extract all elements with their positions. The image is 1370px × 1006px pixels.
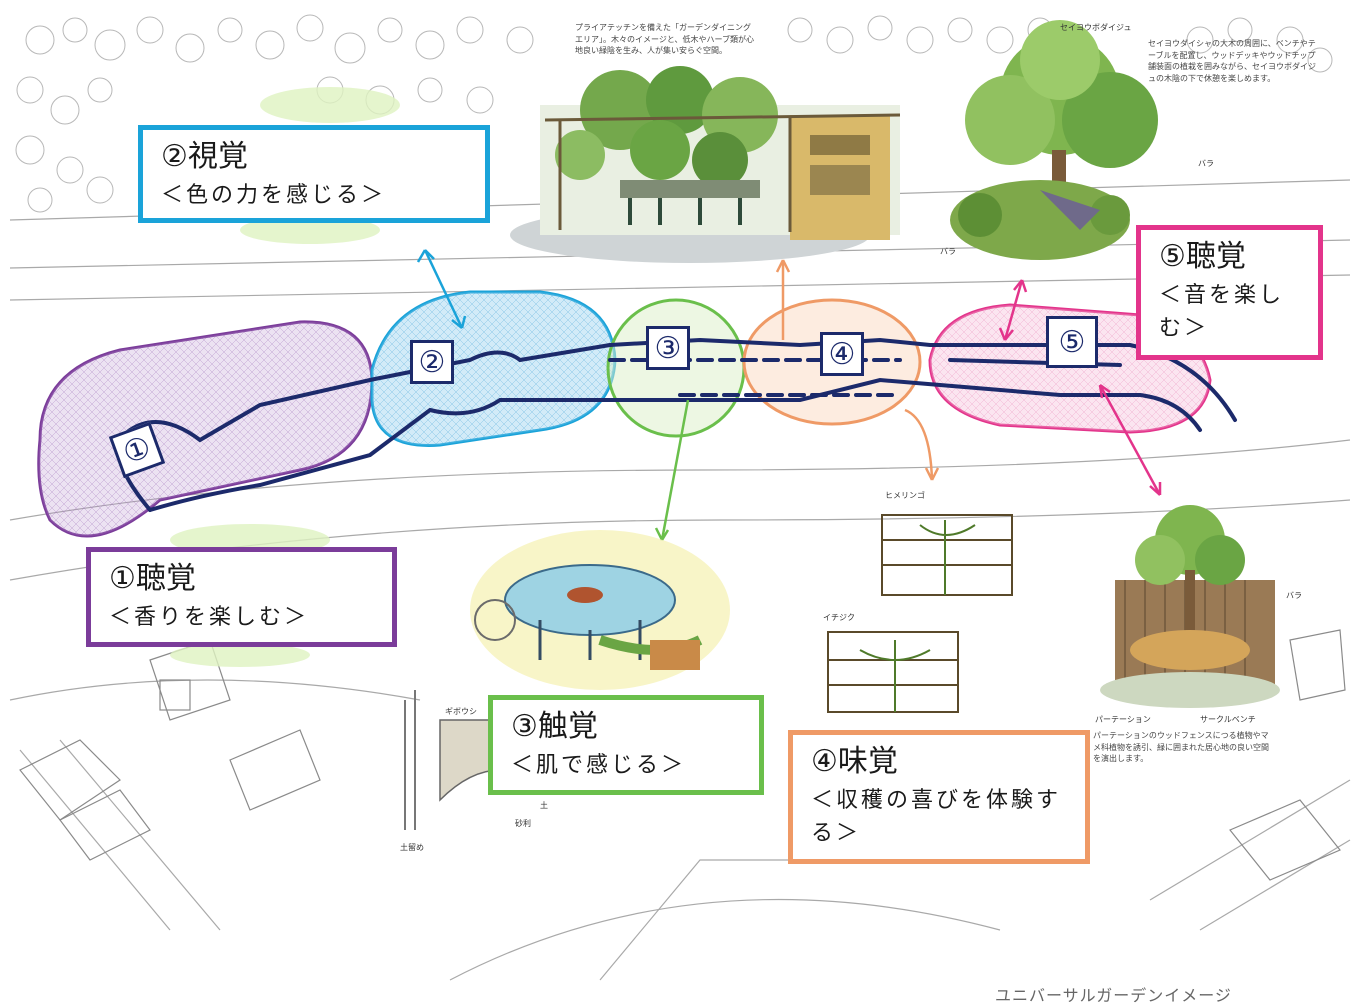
label-subtitle-taste: ＜収穫の喜びを体験する＞ xyxy=(811,787,1062,846)
round-table-sketch xyxy=(470,530,730,690)
bench-note: パーテーションのウッドフェンスにつる植物やマメ科植物を誘引、緑に囲まれた居心地の… xyxy=(1093,731,1269,764)
plant-label-b: 土 xyxy=(540,801,548,810)
building-outlines xyxy=(19,629,1346,881)
tree-note: セイヨウダイシャの大木の周囲に、ベンチやテーブルを配置し、ウッドデッキやウッドチ… xyxy=(1148,39,1316,83)
plant-label-a: ギボウシ xyxy=(445,707,477,716)
plant-label-partition: パーテーション xyxy=(1095,715,1151,724)
espalier-sketches xyxy=(827,514,1013,713)
pergola-note: プライアテッチンを備えた「ガーデンダイニングエリア」。木々のイメージと、低木やハ… xyxy=(575,23,755,56)
label-box-touch: ③触覚 ＜肌で感じる＞ xyxy=(488,695,764,795)
label-box-hearing-1: ①聴覚 ＜香りを楽しむ＞ xyxy=(86,547,397,647)
label-box-taste: ④味覚 ＜収穫の喜びを体験する＞ xyxy=(788,730,1090,864)
zone-1-area xyxy=(37,320,374,538)
zone-marker-3: ③ xyxy=(646,326,690,370)
plant-label-circle-bench: サークルベンチ xyxy=(1200,715,1256,724)
tree-canopy-pattern xyxy=(15,14,1333,213)
plant-label-rose-3: バラ xyxy=(1286,591,1302,600)
plant-label-himeringo: ヒメリンゴ xyxy=(885,491,925,500)
label-box-hearing-5: ⑤聴覚 ＜音を楽しむ＞ xyxy=(1136,225,1323,360)
plant-label-c: 砂利 xyxy=(515,819,531,828)
plant-label-rose-2: バラ xyxy=(940,247,956,256)
corner-bench-sketch xyxy=(1100,505,1280,708)
zone-marker-5: ⑤ xyxy=(1046,316,1098,368)
label-subtitle-hearing-1: ＜香りを楽しむ＞ xyxy=(109,604,310,630)
label-title-sight: ②視覚 xyxy=(161,139,248,174)
tree-sketch xyxy=(950,20,1158,260)
zone-marker-4: ④ xyxy=(820,332,864,376)
plant-label-tree: セイヨウボダイジュ xyxy=(1060,23,1132,32)
label-title-touch: ③触覚 xyxy=(511,709,598,744)
label-subtitle-hearing-5: ＜音を楽しむ＞ xyxy=(1159,282,1285,341)
plant-label-ichijiku: イチジク xyxy=(823,613,855,622)
pergola-sketch xyxy=(510,66,901,263)
zone-marker-2: ② xyxy=(410,340,454,384)
label-title-taste: ④味覚 xyxy=(811,744,898,779)
figure-caption: ユニバーサルガーデンイメージ xyxy=(995,986,1232,1005)
connector-arrows xyxy=(416,249,1162,541)
label-box-sight: ②視覚 ＜色の力を感じる＞ xyxy=(138,125,490,223)
label-title-hearing-5: ⑤聴覚 xyxy=(1159,239,1246,274)
label-subtitle-touch: ＜肌で感じる＞ xyxy=(511,752,687,778)
grass-patches xyxy=(170,87,400,667)
label-subtitle-sight: ＜色の力を感じる＞ xyxy=(161,182,387,208)
label-title-hearing-1: ①聴覚 xyxy=(109,561,196,596)
plant-label-d: 土留め xyxy=(400,843,424,852)
plant-label-rose-1: バラ xyxy=(1198,159,1214,168)
